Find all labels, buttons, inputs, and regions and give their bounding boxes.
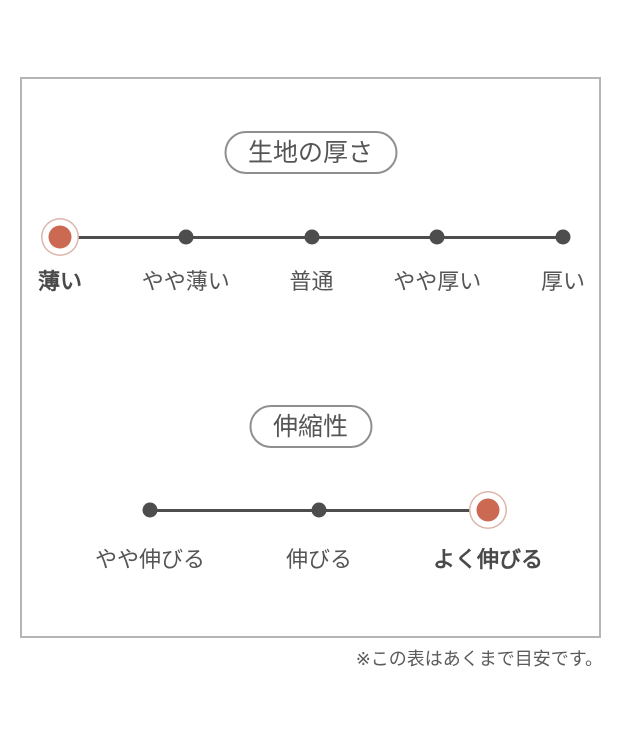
scale-option-label: やや厚い (393, 270, 482, 295)
scale-dot (178, 229, 194, 245)
scale-dot (555, 229, 571, 245)
scale-dot-selected (476, 498, 500, 522)
scale-option-label: 伸びる (285, 548, 353, 573)
scale-option-label: やや伸びる (94, 548, 206, 573)
scale-option-label: 薄い (37, 270, 83, 295)
scale-option-label: 普通 (289, 270, 334, 295)
scale-dot (142, 502, 158, 518)
chart-panel: 生地の厚さ薄い やや薄い 普通 やや厚い 厚い伸縮性やや伸びる 伸びる よく伸びる (20, 77, 601, 638)
scale-dot (304, 229, 319, 245)
scale-title-pill: 伸縮性 (248, 405, 373, 448)
footnote: ※この表はあくまで目安です。 (355, 649, 603, 670)
scale-option-label: よく伸びる (432, 548, 544, 573)
scale-dot (311, 502, 327, 518)
scale-dot-selected (48, 225, 72, 249)
scale-option-label: 厚い (540, 270, 586, 295)
scale-dot (429, 229, 445, 245)
scale-title-pill: 生地の厚さ (223, 131, 398, 174)
scale-option-label: やや薄い (141, 270, 230, 295)
